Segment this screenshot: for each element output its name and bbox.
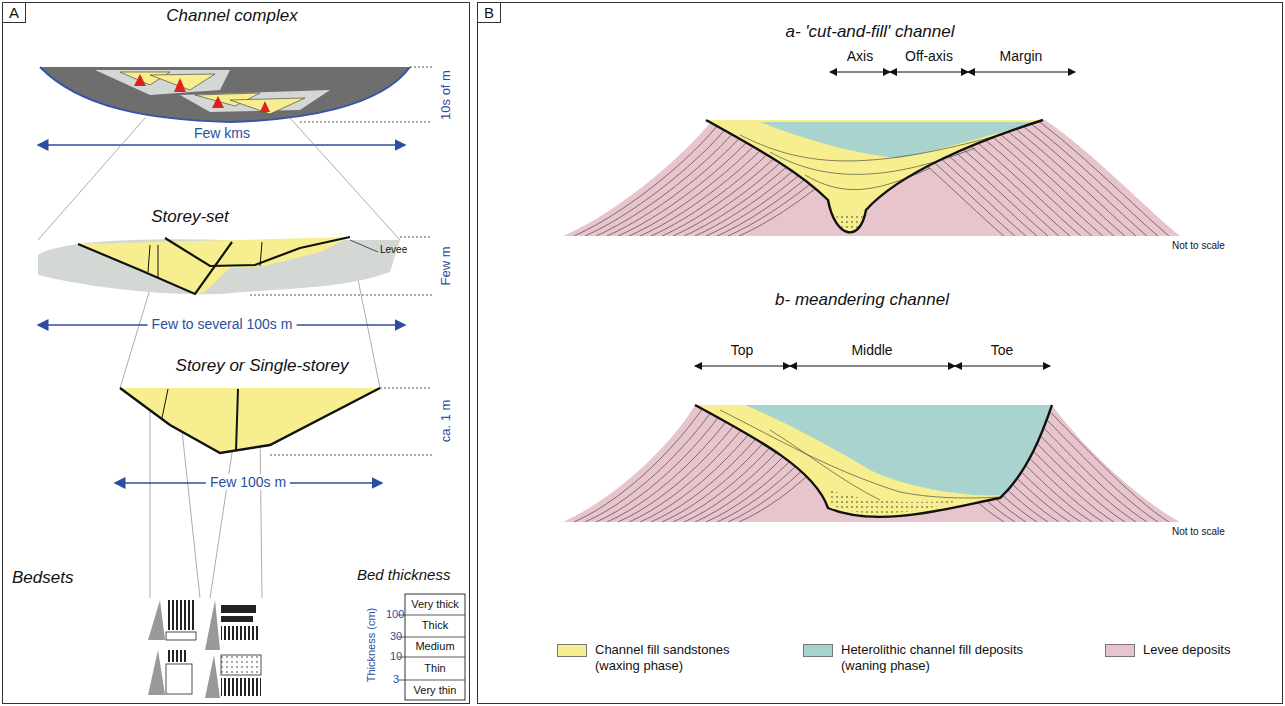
panel-heading: Storey or Single-storey (176, 356, 349, 376)
note: Not to scale (1172, 526, 1225, 538)
table-cell: Thick (422, 619, 448, 632)
legend-swatch (1105, 644, 1135, 657)
tick-label: 30 (390, 630, 402, 643)
legend-swatch (803, 644, 833, 657)
tick-label: 10 (390, 650, 402, 663)
levee-lamina (1034, 118, 1169, 236)
levee-lamina (596, 118, 745, 236)
panel-heading: Channel complex (166, 6, 297, 26)
dimension: 10s of m (439, 70, 454, 120)
panel-heading: Bedsets (12, 568, 73, 588)
legend-text: Levee deposits (1143, 642, 1230, 658)
panel-letter: B (477, 2, 501, 23)
legend-item: Levee deposits (1105, 642, 1230, 658)
dimension: Few 100s m (206, 474, 290, 490)
levee-lamina (585, 403, 717, 522)
part-name: Levee (380, 244, 407, 256)
levee-lamina (1012, 118, 1147, 236)
zone-label: Axis (847, 48, 873, 64)
legend-item: Channel fill sandstones (waxing phase) (557, 642, 765, 673)
table-cell: Very thin (414, 684, 457, 697)
zone-label: Toe (991, 342, 1014, 358)
legend-swatch (557, 644, 587, 657)
table-cell: Very thick (411, 598, 459, 611)
legend-text: Heterolithic channel fill deposits (wani… (841, 642, 1071, 673)
levee-lamina (1001, 118, 1136, 236)
panel-frame: A (2, 2, 470, 704)
levee-lamina (990, 118, 1125, 236)
tick-label: 3 (393, 673, 399, 686)
zone-label: Margin (1000, 48, 1043, 64)
dimension: Few kms (194, 125, 250, 141)
levee-lamina (1030, 403, 1158, 522)
axis-title: Thickness (cm) (365, 608, 378, 683)
legend-text: Channel fill sandstones (waxing phase) (595, 642, 765, 673)
panel-heading: b- meandering channel (775, 290, 949, 310)
table-cell: Thin (424, 662, 445, 675)
dimension: ca. 1 m (439, 400, 454, 443)
legend-item: Heterolithic channel fill deposits (wani… (803, 642, 1071, 673)
dimension: Few m (439, 247, 454, 286)
table-cell: Medium (415, 640, 454, 653)
levee-lamina (574, 118, 723, 236)
panel-heading: a- 'cut-and-fill' channel (785, 22, 954, 42)
zone-label: Top (731, 342, 754, 358)
panel-letter: A (2, 2, 26, 23)
levee-lamina (1041, 403, 1169, 522)
note: Not to scale (1172, 240, 1225, 252)
zone-label: Off-axis (905, 48, 953, 64)
levee-lamina (574, 403, 706, 522)
levee-lamina (607, 403, 739, 522)
panel-heading: Storey-set (151, 207, 228, 227)
tick-label: 100 (386, 608, 404, 621)
zone-label: Middle (851, 342, 892, 358)
levee-lamina (585, 118, 734, 236)
panel-heading: Bed thickness (357, 566, 450, 583)
levee-lamina (596, 403, 728, 522)
dimension: Few to several 100s m (148, 316, 297, 332)
levee-lamina (1023, 118, 1158, 236)
